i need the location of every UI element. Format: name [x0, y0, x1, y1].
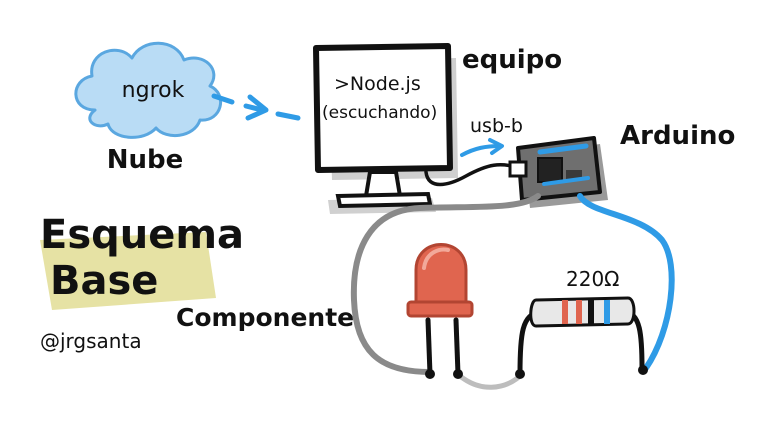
cloud-caption: Nube [107, 145, 184, 175]
arduino-caption: Arduino [620, 121, 735, 151]
cloud-label: ngrok [122, 78, 185, 103]
author-handle: @jrgsanta [40, 329, 142, 353]
led-resistor-wire [457, 373, 523, 390]
screen-line-1: >Node.js [334, 73, 421, 95]
monitor-icon [313, 43, 458, 214]
ground-wire [350, 193, 541, 375]
resistor-icon [515, 296, 648, 379]
led-icon [406, 243, 474, 379]
usb-label: usb-b [470, 115, 523, 137]
usb-arrow-head [488, 138, 504, 155]
arduino-board-icon [508, 136, 608, 208]
arrow-cloud-to-computer [211, 93, 301, 121]
signal-wire [577, 193, 675, 371]
screen-line-2: (escuchando) [322, 103, 437, 123]
component-caption: Componente [176, 303, 354, 332]
resistor-label: 220Ω [566, 267, 619, 291]
title-highlight [40, 232, 216, 310]
usb-arrow [460, 144, 502, 157]
title-line-2: Base [50, 258, 158, 304]
computer-caption: equipo [462, 45, 562, 75]
title-line-1: Esquema [40, 212, 244, 258]
cloud-icon [74, 41, 222, 139]
usb-cable [424, 162, 522, 187]
